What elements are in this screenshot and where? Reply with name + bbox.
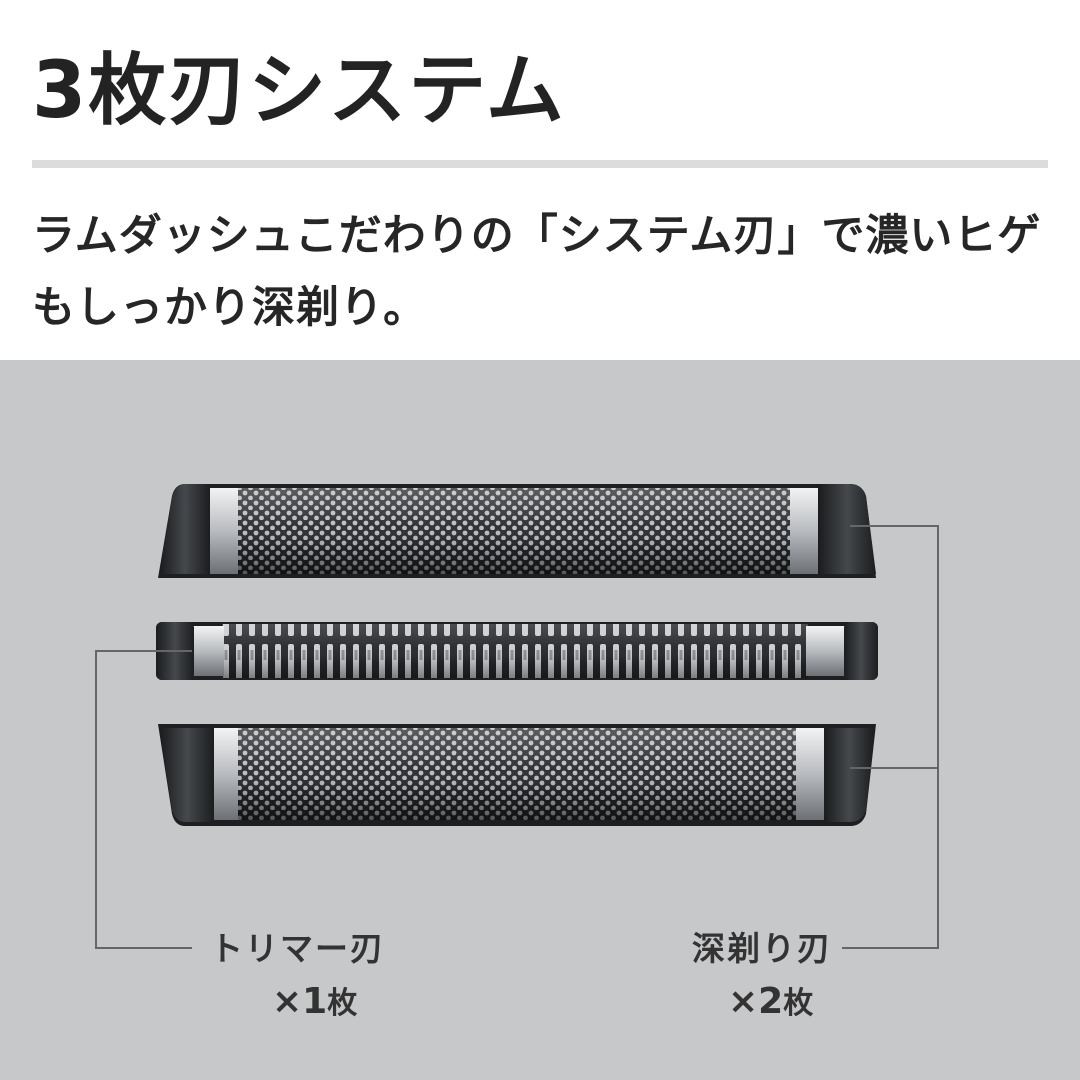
trimmer-blade-label: トリマー刃 [210, 929, 385, 968]
deep-blade-count: ×2枚 [728, 984, 813, 1020]
page-title: 3枚刃システム [32, 46, 566, 136]
header-area: 3枚刃システム ラムダッシュこだわりの「システム刃」で濃いヒゲ もしっかり深剃り… [0, 0, 1080, 360]
trimmer-count-unit: 枚 [327, 986, 358, 1021]
title-divider [32, 160, 1048, 168]
deep-count-value: ×2 [728, 981, 784, 1022]
trimmer-count-value: ×1 [272, 981, 328, 1022]
trimmer-blade-count: ×1枚 [272, 984, 357, 1020]
blade-illustration-area: トリマー刃 ×1枚 深剃り刃 ×2枚 [0, 360, 1080, 1080]
leader-lines [95, 525, 939, 949]
deep-count-unit: 枚 [783, 986, 814, 1021]
blade-illustration [95, 484, 939, 949]
description: ラムダッシュこだわりの「システム刃」で濃いヒゲ もしっかり深剃り。 [32, 200, 1062, 344]
description-line-2: もしっかり深剃り。 [32, 283, 428, 333]
trimmer-blade [156, 622, 878, 680]
leader-trimmer [95, 650, 192, 949]
deep-blade-label: 深剃り刃 [692, 929, 832, 968]
description-line-1: ラムダッシュこだわりの「システム刃」で濃いヒゲ [32, 211, 1042, 261]
foil-blade-top [158, 484, 876, 578]
foil-blade-bottom [158, 724, 876, 826]
leader-deep-top [842, 525, 939, 949]
